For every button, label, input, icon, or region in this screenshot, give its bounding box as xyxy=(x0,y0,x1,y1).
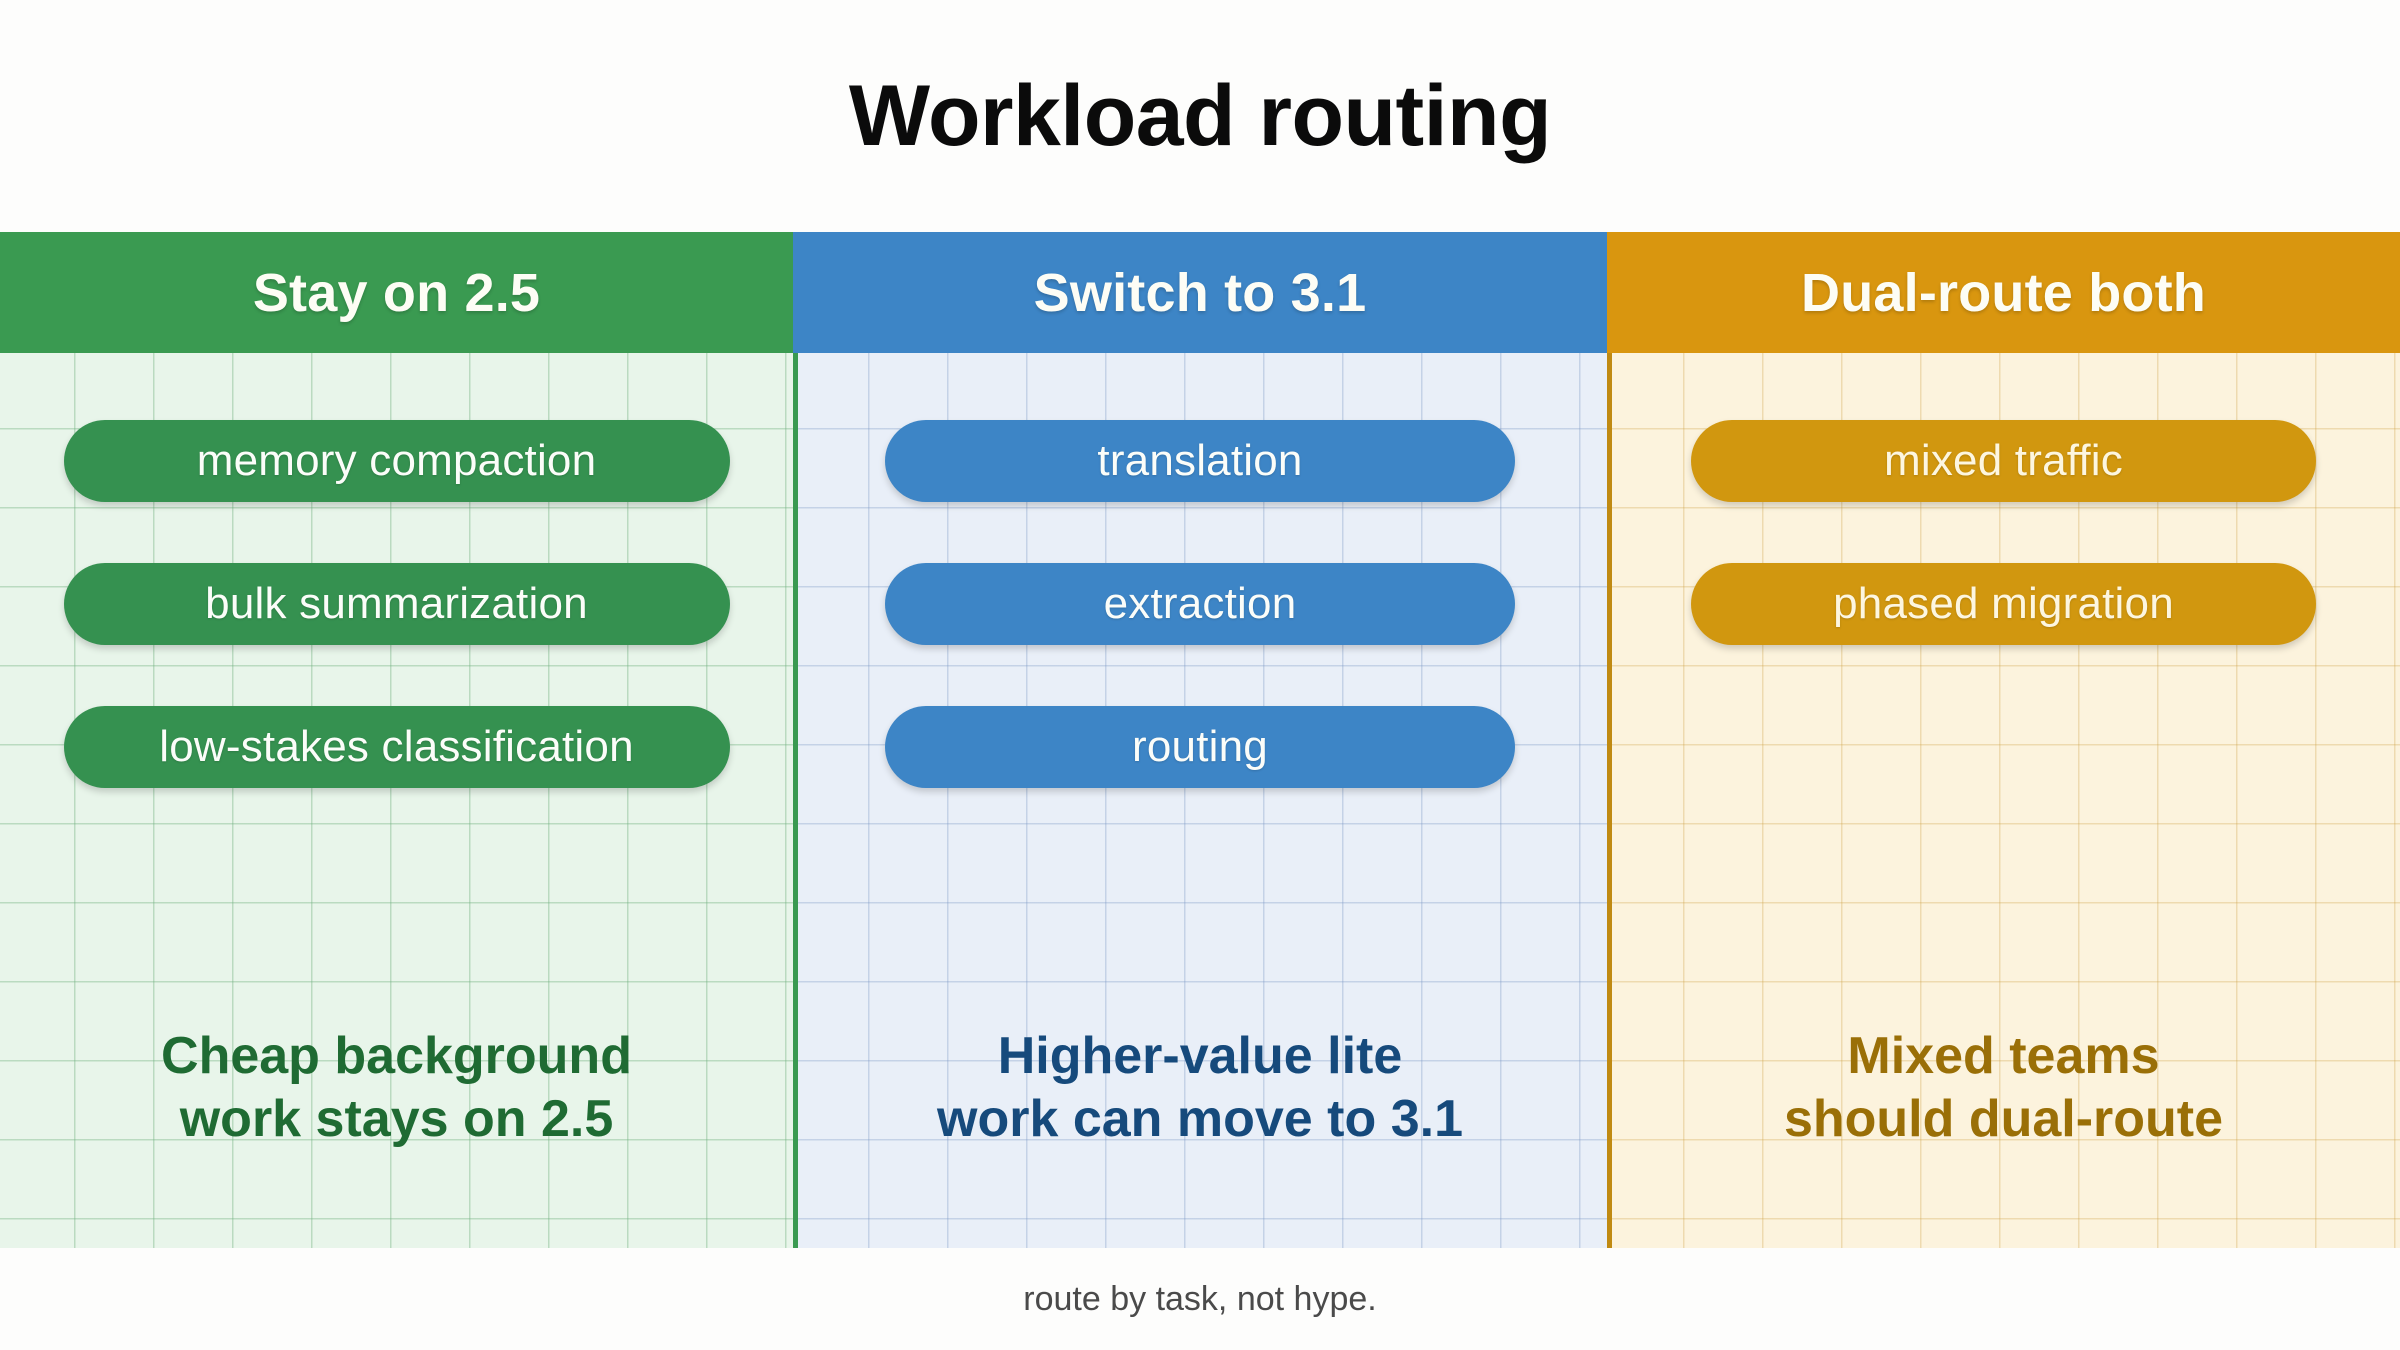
pill-translation[interactable]: translation xyxy=(885,420,1515,502)
column-body-stay-on-2-5: memory compaction bulk summarization low… xyxy=(0,353,793,1248)
routing-board: Stay on 2.5 memory compaction bulk summa… xyxy=(0,232,2400,1248)
summary-line: work can move to 3.1 xyxy=(937,1089,1463,1148)
column-summary-dual-route-both: Mixed teams should dual-route xyxy=(1607,1025,2400,1150)
pill-bulk-summarization[interactable]: bulk summarization xyxy=(63,563,730,645)
pill-extraction[interactable]: extraction xyxy=(885,563,1515,645)
column-summary-stay-on-2-5: Cheap background work stays on 2.5 xyxy=(0,1025,793,1150)
page-title: Workload routing xyxy=(848,68,1552,164)
summary-line: work stays on 2.5 xyxy=(179,1089,614,1148)
pill-stack-dual-route-both: mixed traffic phased migration xyxy=(1607,420,2400,645)
footer-caption: route by task, not hype. xyxy=(1023,1279,1377,1318)
column-summary-switch-to-3-1: Higher-value lite work can move to 3.1 xyxy=(793,1025,1607,1150)
column-body-dual-route-both: mixed traffic phased migration Mixed tea… xyxy=(1607,353,2400,1248)
column-dual-route-both: Dual-route both mixed traffic phased mig… xyxy=(1607,232,2400,1248)
column-switch-to-3-1: Switch to 3.1 translation extraction rou… xyxy=(793,232,1607,1248)
column-header-dual-route-both: Dual-route both xyxy=(1607,232,2400,353)
caption-area: route by task, not hype. xyxy=(0,1248,2400,1350)
column-stay-on-2-5: Stay on 2.5 memory compaction bulk summa… xyxy=(0,232,793,1248)
pill-stack-stay-on-2-5: memory compaction bulk summarization low… xyxy=(0,420,793,788)
title-area: Workload routing xyxy=(0,0,2400,232)
pill-stack-switch-to-3-1: translation extraction routing xyxy=(793,420,1607,788)
column-header-stay-on-2-5: Stay on 2.5 xyxy=(0,232,793,353)
column-header-switch-to-3-1: Switch to 3.1 xyxy=(793,232,1607,353)
summary-line: should dual-route xyxy=(1783,1089,2224,1148)
summary-line: Cheap background xyxy=(161,1027,632,1086)
pill-mixed-traffic[interactable]: mixed traffic xyxy=(1691,420,2316,502)
pill-phased-migration[interactable]: phased migration xyxy=(1691,563,2316,645)
pill-routing[interactable]: routing xyxy=(885,706,1515,788)
pill-memory-compaction[interactable]: memory compaction xyxy=(63,420,730,502)
pill-low-stakes-classification[interactable]: low-stakes classification xyxy=(63,706,730,788)
column-body-switch-to-3-1: translation extraction routing Higher-va… xyxy=(793,353,1607,1248)
summary-line: Mixed teams xyxy=(1847,1027,2160,1086)
summary-line: Higher-value lite xyxy=(997,1027,1403,1086)
